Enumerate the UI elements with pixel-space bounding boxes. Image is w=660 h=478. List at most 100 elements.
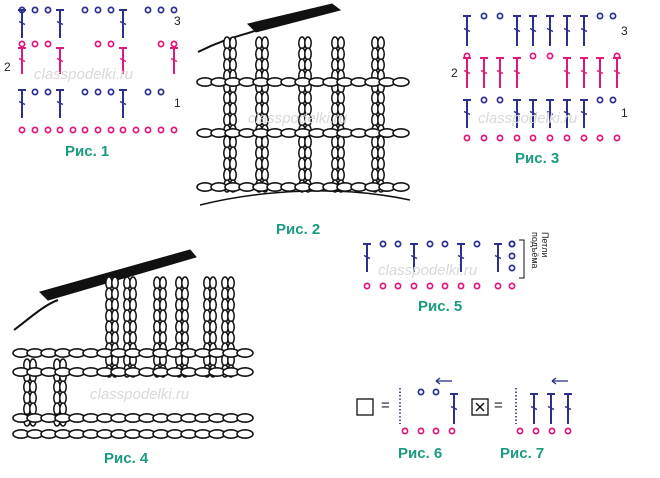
- row-number: 2: [451, 66, 458, 80]
- double-crochet-slash: [546, 27, 554, 33]
- double-crochet-slash: [56, 100, 64, 106]
- stitch-strand: [377, 135, 385, 149]
- double-crochet-slash: [513, 110, 521, 116]
- chain-stitch-symbol: [170, 126, 178, 134]
- caption-fig2: Рис. 2: [276, 221, 321, 238]
- stitch-strand: [261, 91, 269, 105]
- chain-stitch-symbol: [596, 96, 604, 104]
- chain-stitch-symbol: [546, 134, 554, 142]
- stitch-strand: [261, 58, 269, 72]
- caption-fig1: Рис. 1: [65, 143, 110, 160]
- chain-stitch-symbol: [119, 126, 127, 134]
- chain-stitch-symbol: [441, 282, 449, 290]
- double-crochet-slash: [494, 254, 502, 260]
- double-crochet-slash: [529, 110, 537, 116]
- stitch-strand: [229, 157, 237, 171]
- chain-stitch-symbol: [609, 12, 617, 20]
- chain-stitch-symbol: [480, 96, 488, 104]
- double-crochet-slash: [463, 27, 471, 33]
- watermark: classpodelki.ru: [90, 386, 190, 403]
- chain-stitch-symbol: [18, 40, 26, 48]
- chain-stitch-symbol: [513, 134, 521, 142]
- double-crochet-slash: [563, 27, 571, 33]
- watermark: classpodelki.ru: [478, 110, 578, 127]
- stitch-strand: [181, 276, 189, 290]
- stitch-strand: [261, 36, 269, 50]
- double-crochet-slash: [563, 110, 571, 116]
- chain-stitch-symbol: [508, 252, 516, 260]
- stitch-strand: [209, 320, 217, 334]
- stitch-strand: [377, 91, 385, 105]
- chain-stitch-symbol: [132, 126, 140, 134]
- double-crochet-slash: [463, 69, 471, 75]
- stitch-strand: [29, 391, 37, 405]
- stitch-strand: [229, 168, 237, 182]
- double-crochet-slash: [363, 254, 371, 260]
- stitch-strand: [304, 36, 312, 50]
- stitch-strand: [111, 298, 119, 312]
- chain-stitch-symbol: [473, 282, 481, 290]
- row-number: 3: [174, 14, 181, 28]
- chain-stitch-symbol: [81, 88, 89, 96]
- stitch-strand: [129, 309, 137, 323]
- stitch-strand: [261, 47, 269, 61]
- chain-stitch-symbol: [417, 427, 425, 435]
- chain-stitch-symbol: [508, 282, 516, 290]
- chain-stitch-symbol: [31, 126, 39, 134]
- chain-stitch-symbol: [81, 6, 89, 14]
- double-crochet-slash: [613, 69, 621, 75]
- double-crochet-slash: [119, 20, 127, 26]
- stitch-strand: [159, 276, 167, 290]
- chain-stitch-symbol: [107, 6, 115, 14]
- chain-stitch-symbol: [457, 282, 465, 290]
- chain-stitch-symbol: [18, 126, 26, 134]
- double-crochet-slash: [56, 20, 64, 26]
- stitch-strand: [181, 287, 189, 301]
- chain-stitch-symbol: [480, 134, 488, 142]
- stitch-strand: [229, 91, 237, 105]
- double-crochet-slash: [580, 27, 588, 33]
- chain-stitch-symbol: [144, 6, 152, 14]
- stitch-strand: [261, 157, 269, 171]
- chain-stitch-symbol: [463, 134, 471, 142]
- stitch-strand: [181, 309, 189, 323]
- double-crochet-slash: [580, 110, 588, 116]
- caption-fig4: Рис. 4: [104, 450, 149, 467]
- chain-stitch-symbol: [426, 240, 434, 248]
- double-crochet-slash: [410, 254, 418, 260]
- double-crochet-slash: [596, 69, 604, 75]
- chain-stitch-symbol: [596, 134, 604, 142]
- stitch-strand: [304, 58, 312, 72]
- chain-stitch-symbol: [44, 40, 52, 48]
- chain-stitch-symbol: [548, 427, 556, 435]
- double-crochet-slash: [580, 69, 588, 75]
- base-row-loop: [236, 412, 254, 423]
- chain-stitch-symbol: [508, 264, 516, 272]
- stitch-strand: [227, 331, 235, 345]
- double-crochet-slash: [513, 69, 521, 75]
- stitch-strand: [377, 157, 385, 171]
- stitch-strand: [129, 298, 137, 312]
- chain-stitch-symbol: [69, 126, 77, 134]
- stitch-strand: [111, 287, 119, 301]
- chain-stitch-symbol: [532, 427, 540, 435]
- chain-stitch-symbol: [516, 427, 524, 435]
- double-crochet-slash: [450, 405, 458, 411]
- chain-stitch-symbol: [394, 240, 402, 248]
- stitch-strand: [227, 276, 235, 290]
- stitch-strand: [304, 168, 312, 182]
- chain-stitch-symbol: [157, 6, 165, 14]
- chain-stitch-symbol: [494, 282, 502, 290]
- empty-square-symbol: [356, 398, 374, 416]
- stitch-strand: [111, 276, 119, 290]
- stitch-strand: [181, 331, 189, 345]
- chain-stitch-symbol: [496, 134, 504, 142]
- stitch-strand: [129, 276, 137, 290]
- chain-stitch-symbol: [432, 427, 440, 435]
- direction-arrow-head: [435, 377, 441, 385]
- stitch-strand: [377, 36, 385, 50]
- chain-stitch-symbol: [426, 282, 434, 290]
- chain-stitch-symbol: [157, 126, 165, 134]
- stitch-strand: [209, 309, 217, 323]
